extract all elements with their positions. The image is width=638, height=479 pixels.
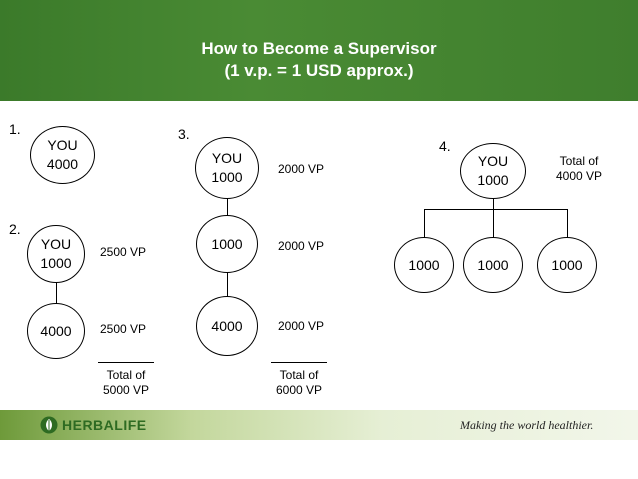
total-rule <box>98 362 154 363</box>
step-4-center-drop <box>493 209 494 239</box>
node-label: YOU <box>47 137 78 153</box>
step-3-bottom-node: 4000 <box>196 296 258 356</box>
header-band <box>0 0 638 101</box>
step-1-you-node: YOU 4000 <box>30 126 95 184</box>
herbalife-logo: HERBALIFE <box>40 415 147 435</box>
node-value: 1000 <box>477 172 509 188</box>
step-2-you-node: YOU 1000 <box>27 225 85 283</box>
node-label: YOU <box>40 236 72 252</box>
node-value: 1000 <box>211 235 243 252</box>
step-4-total: Total of 4000 VP <box>544 154 614 184</box>
step-2-total: Total of 5000 VP <box>98 362 154 398</box>
node-value: 4000 <box>40 322 72 339</box>
total-line-1: Total of <box>559 154 599 168</box>
step-4-number: 4. <box>439 138 451 154</box>
step-3-you-node: YOU 1000 <box>195 137 259 199</box>
step-4-child-node-2: 1000 <box>463 237 523 293</box>
step-4-right-drop <box>567 209 568 239</box>
step-3-total: Total of 6000 VP <box>271 362 327 398</box>
step-2-downline-node: 4000 <box>27 303 85 359</box>
step-3-number: 3. <box>178 126 190 142</box>
step-4-child-node-1: 1000 <box>394 237 454 293</box>
total-line-2: 5000 VP <box>102 383 150 397</box>
step-4-branch-line <box>424 209 568 210</box>
step-3-bottom-vp: 2000 VP <box>278 319 325 333</box>
node-value: 1000 <box>477 256 509 273</box>
page-title: How to Become a Supervisor (1 v.p. = 1 U… <box>130 38 508 82</box>
total-line-1: Total of <box>279 368 319 382</box>
node-value: 1000 <box>408 256 440 273</box>
step-4-trunk-line <box>493 190 494 210</box>
node-value: 1000 <box>551 256 583 273</box>
total-line-2: 4000 VP <box>555 169 603 183</box>
herbalife-leaf-icon <box>40 416 58 434</box>
node-value: 4000 <box>211 317 243 334</box>
step-4-left-drop <box>424 209 425 239</box>
total-line-1: Total of <box>106 368 146 382</box>
step-2-connector <box>56 270 57 306</box>
step-3-middle-vp: 2000 VP <box>278 239 325 253</box>
step-4-you-node: YOU 1000 <box>460 143 526 199</box>
step-2-number: 2. <box>9 221 21 237</box>
node-label: YOU <box>211 150 243 166</box>
title-line-1: How to Become a Supervisor <box>201 39 437 58</box>
step-3-middle-node: 1000 <box>196 215 258 273</box>
node-label: YOU <box>477 153 509 169</box>
node-value: 1000 <box>40 255 72 271</box>
title-line-2: (1 v.p. = 1 USD approx.) <box>224 61 414 80</box>
footer-band <box>0 410 638 440</box>
logo-text: HERBALIFE <box>62 417 147 433</box>
step-4-child-node-3: 1000 <box>537 237 597 293</box>
node-value: 1000 <box>211 169 243 185</box>
step-2-top-vp: 2500 VP <box>100 245 147 259</box>
node-value: 4000 <box>46 156 79 172</box>
step-2-bottom-vp: 2500 VP <box>100 322 147 336</box>
step-3-top-vp: 2000 VP <box>278 162 325 176</box>
tagline: Making the world healthier. <box>460 418 594 432</box>
total-line-2: 6000 VP <box>275 383 323 397</box>
step-1-number: 1. <box>9 121 21 137</box>
total-rule <box>271 362 327 363</box>
